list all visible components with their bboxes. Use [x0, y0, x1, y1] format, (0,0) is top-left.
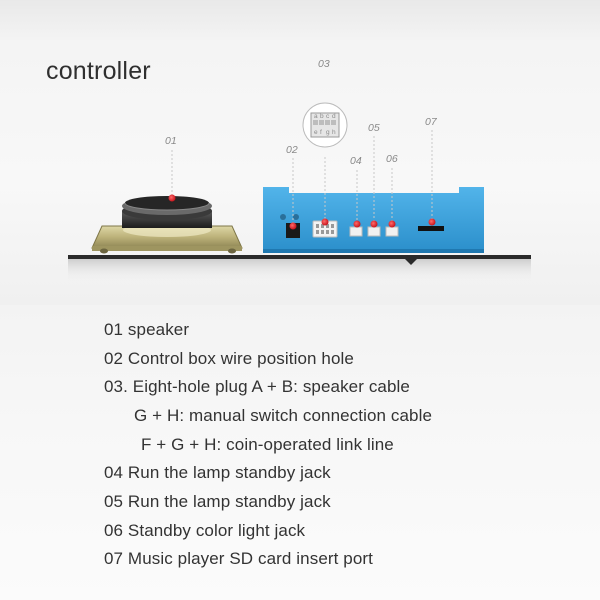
callout-02: 02	[286, 144, 298, 156]
sd-card-slot	[418, 226, 444, 231]
legend-item-04: 04 Run the lamp standby jack	[104, 463, 331, 482]
callout-01: 01	[165, 135, 177, 147]
controller-diagram: a b c d e f g h 01 02 03 04 05 06 0	[68, 58, 531, 281]
legend-item-03-gh: G + H: manual switch connection cable	[134, 406, 433, 425]
callout-03: 03	[318, 58, 330, 70]
pin-letter-a: a	[314, 113, 318, 120]
legend-item-03-fgh: F + G + H: coin-operated link line	[141, 435, 394, 454]
pin-letter-e: e	[314, 129, 318, 136]
pin-letter-c: c	[326, 113, 330, 120]
marker-02	[289, 222, 297, 230]
base-board	[68, 255, 531, 259]
legend-item-02: 02 Control box wire position hole	[104, 349, 354, 368]
legend-item-06: 06 Standby color light jack	[104, 521, 306, 540]
legend-item-01: 01 speaker	[104, 320, 190, 339]
callout-04: 04	[350, 155, 362, 167]
marker-06	[388, 220, 396, 228]
wire-position-hole	[286, 223, 300, 238]
control-box	[263, 187, 484, 253]
callout-06: 06	[386, 153, 398, 165]
legend-item-03: 03. Eight-hole plug A + B: speaker cable	[104, 377, 410, 396]
callout-lines	[171, 130, 433, 224]
pin-letter-h: h	[332, 129, 336, 136]
speaker	[91, 196, 243, 254]
callout-numbers: 01 02 03 04 05 06 07	[165, 58, 438, 167]
marker-07	[428, 218, 436, 226]
page-title: controller	[46, 57, 151, 85]
pin-letter-b: b	[320, 113, 324, 120]
marker-05	[370, 220, 378, 228]
plug-pin-letters: a b c d e f g h	[314, 113, 336, 136]
marker-01	[168, 194, 176, 202]
legend-item-05: 05 Run the lamp standby jack	[104, 492, 331, 511]
board-foot	[405, 259, 417, 265]
legend-item-07: 07 Music player SD card insert port	[104, 549, 373, 568]
pin-letter-f: f	[320, 129, 322, 136]
marker-04	[353, 220, 361, 228]
pin-letter-d: d	[332, 113, 336, 120]
pin-letter-g: g	[326, 129, 330, 136]
markers	[168, 194, 436, 230]
callout-05: 05	[368, 122, 380, 134]
plug-magnifier	[302, 102, 348, 148]
diagram-background	[0, 0, 600, 305]
base-shadow	[68, 259, 531, 281]
callout-07: 07	[425, 116, 438, 128]
legend-background	[0, 305, 600, 600]
marker-03	[321, 218, 329, 226]
